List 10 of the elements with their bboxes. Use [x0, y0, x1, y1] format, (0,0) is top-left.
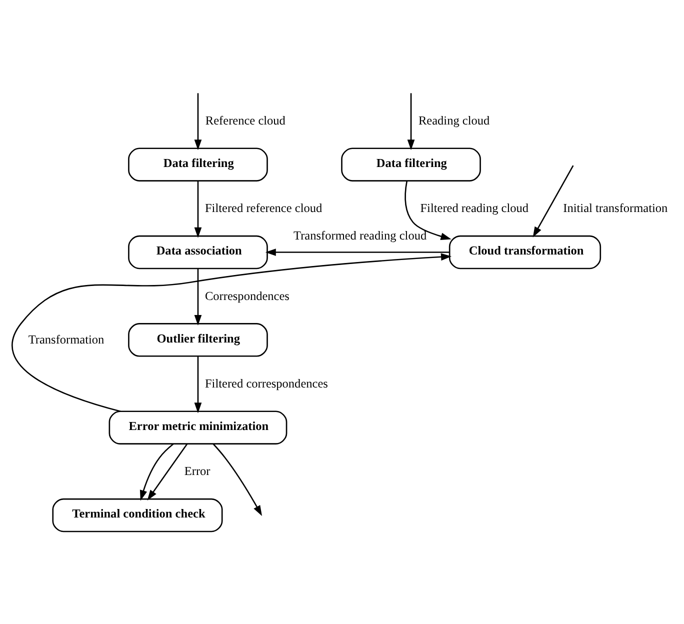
- edge-label: Transformed reading cloud: [294, 228, 427, 243]
- edge-label: Reference cloud: [205, 113, 286, 128]
- edge-label: Initial transformation: [563, 201, 668, 216]
- edge-label: Correspondences: [204, 288, 290, 303]
- edge-label: Filtered correspondences: [204, 376, 328, 390]
- edge-label: Filtered reading cloud: [420, 201, 529, 216]
- edge-label: Filtered reference cloud: [204, 201, 322, 216]
- edge-label: Error: [184, 464, 210, 478]
- edge-label: Reading cloud: [418, 113, 490, 128]
- edge-label: Transformation: [28, 332, 104, 347]
